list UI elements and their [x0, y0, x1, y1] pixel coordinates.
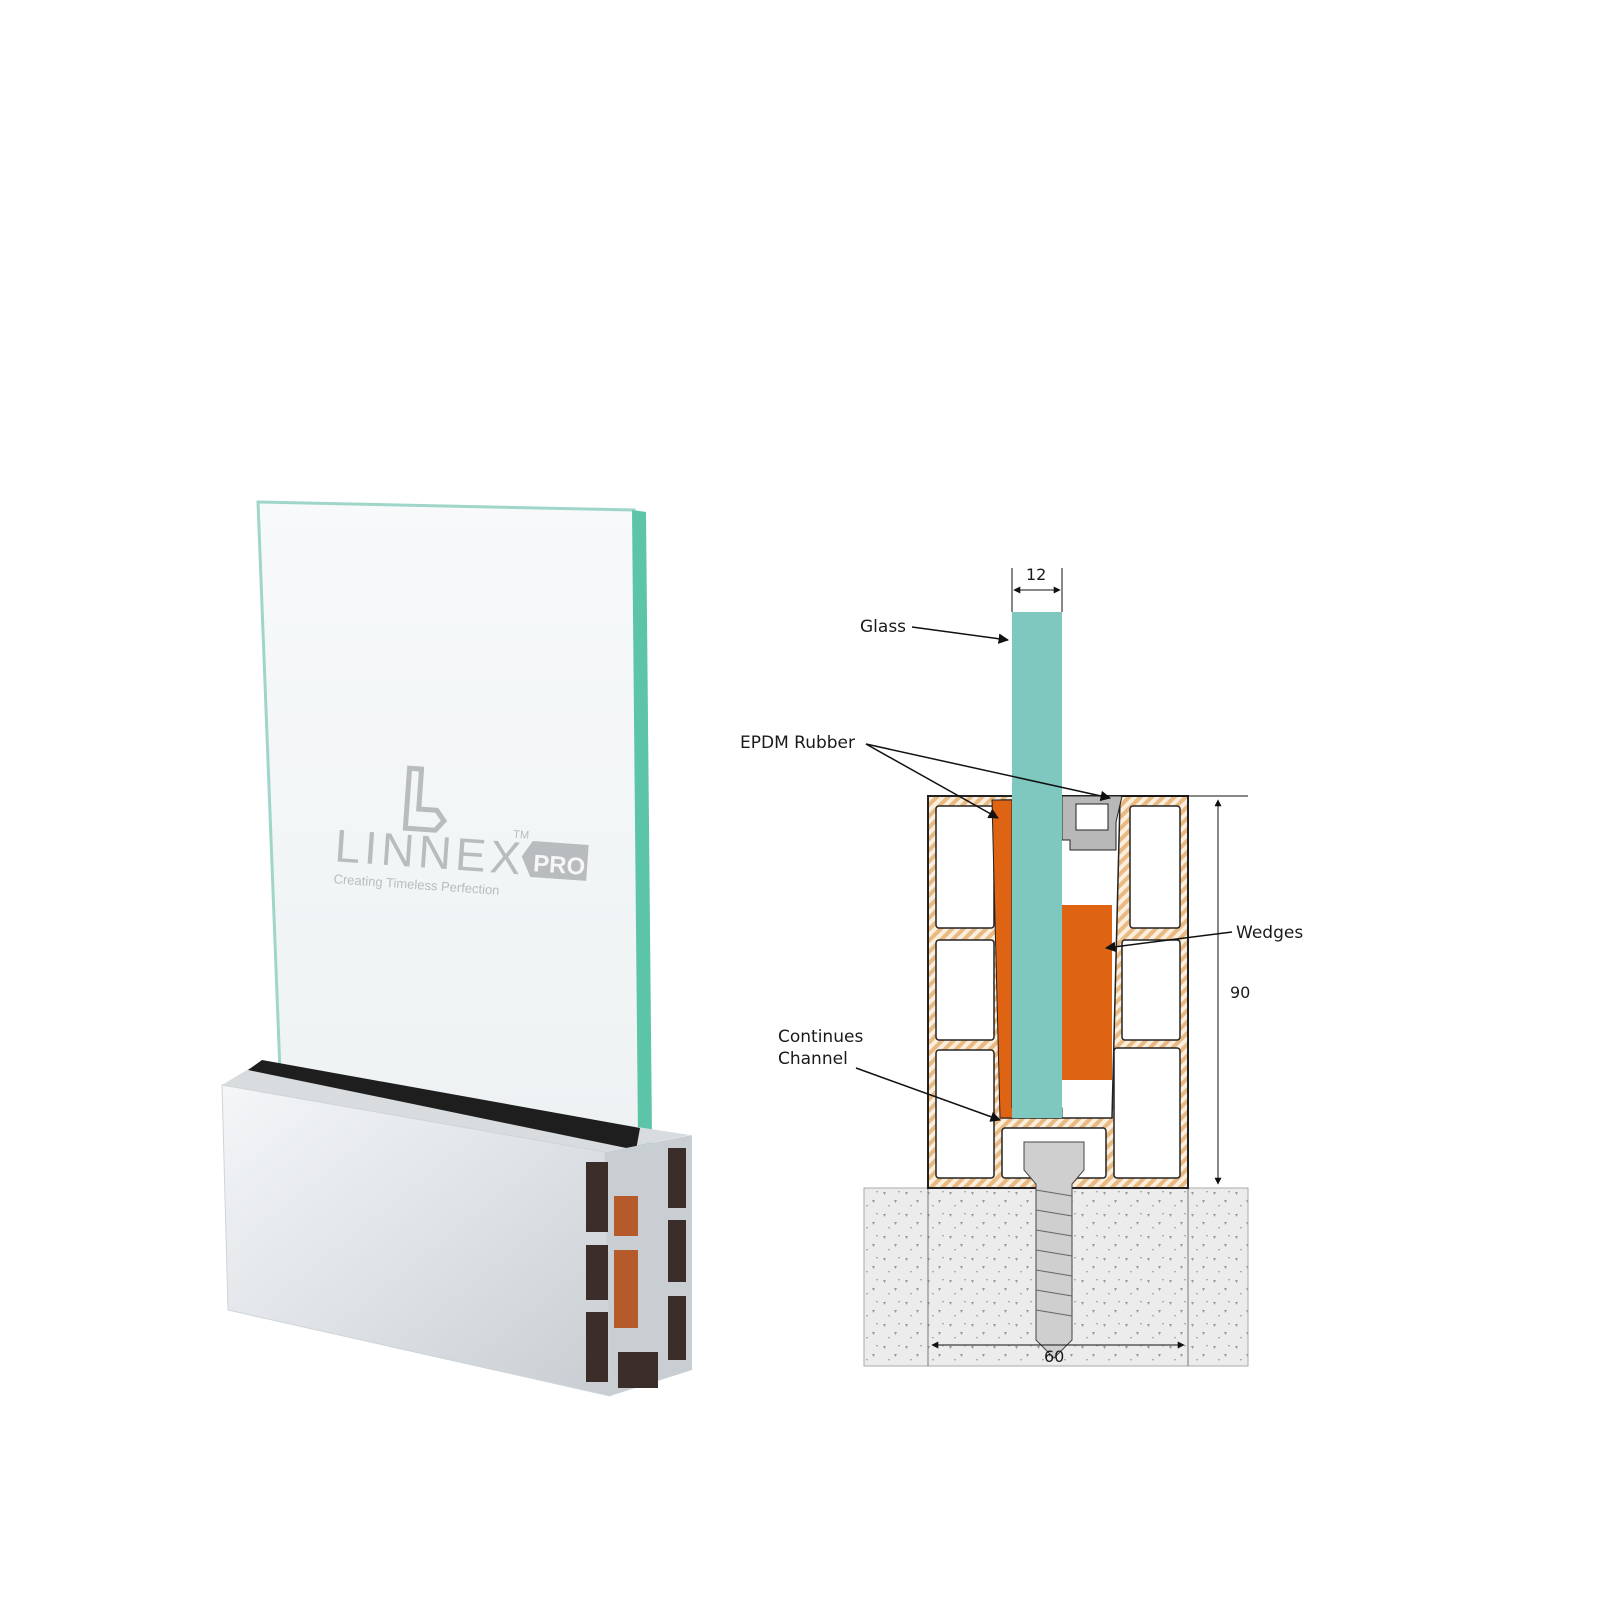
label-channel-line2: Channel [778, 1049, 848, 1069]
rubber-gasket [248, 1060, 640, 1150]
dimension-90: 90 [1230, 983, 1250, 1002]
label-wedges: Wedges [1236, 923, 1303, 943]
wedge-upper [614, 1196, 638, 1236]
label-channel-line1: Continues [778, 1027, 863, 1047]
profile-chambers [586, 1148, 686, 1388]
linnex-pro-logo: LINNEX TM PRO Creating Timeless Perfecti… [333, 765, 589, 898]
dimension-60: 60 [1044, 1347, 1064, 1366]
anchor-bolt [1023, 1141, 1085, 1359]
label-epdm-rubber: EPDM Rubber [740, 733, 855, 753]
dimension-height: 90 [1120, 795, 1250, 1185]
glass-panel [256, 500, 644, 1144]
wedge [1062, 905, 1112, 1080]
logo-mark [402, 765, 448, 833]
dimension-12: 12 [1026, 565, 1046, 584]
cross-section-diagram: 12 90 60 Glass EPDM Rubber Wedges Contin… [740, 565, 1303, 1367]
product-photo: LINNEX TM PRO Creating Timeless Perfecti… [221, 500, 692, 1397]
dimension-glass-thickness: 12 [1011, 565, 1063, 612]
glass-section [1012, 612, 1062, 1118]
wedge-lower [614, 1250, 638, 1328]
label-glass: Glass [860, 617, 906, 637]
logo-badge: PRO [532, 850, 586, 881]
logo-trademark: TM [513, 829, 530, 842]
dimension-width: 60 [931, 1341, 1185, 1366]
